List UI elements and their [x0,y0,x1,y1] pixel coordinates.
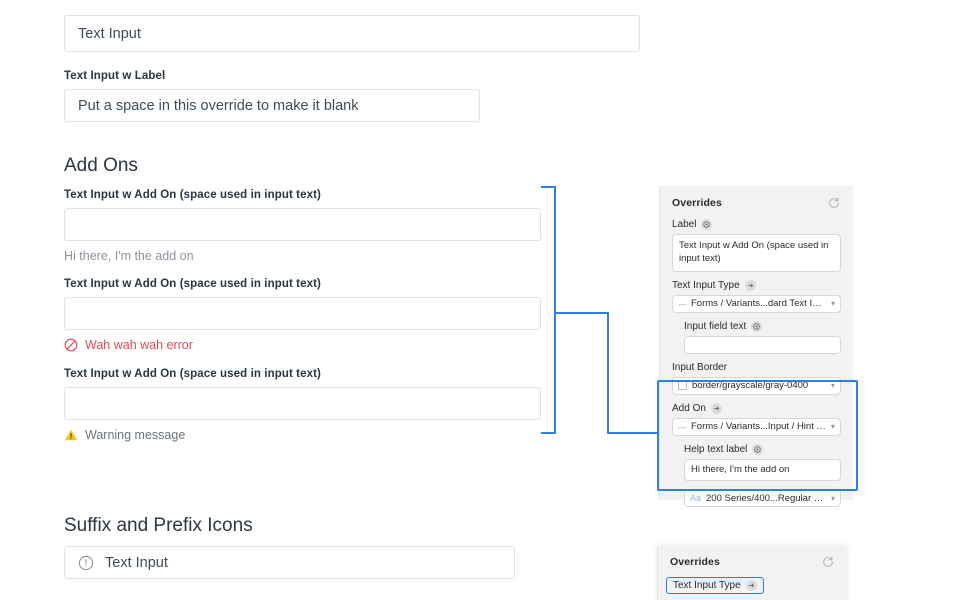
help-text-label-input[interactable]: Hi there, I'm the add on [684,458,841,482]
connector-mid-horizontal [554,312,609,314]
addon-warning-input[interactable] [64,387,541,420]
image-badge-icon[interactable] [701,219,713,230]
addon-hint-label: Text Input w Add On (space used in input… [64,189,321,201]
text-input-with-label[interactable]: Put a space in this override to make it … [64,89,480,122]
override-text-input-type-text: Text Input Type [672,279,740,291]
chevron-down-icon: ▾ [830,299,835,309]
text-input-with-prefix-icon[interactable]: Text Input [64,546,515,579]
override-label-label: Label [672,219,841,230]
text-input-with-label-value: Put a space in this override to make it … [78,97,359,114]
connector-main-vertical [554,186,556,434]
overrides-panel-bottom-title: Overrides [670,556,720,568]
overrides-panel-main-title: Overrides [672,197,722,209]
input-field-text-input[interactable] [684,335,841,354]
addon-error-group: Text Input w Add On (space used in input… [64,278,541,352]
overrides-panel-bottom: Overrides Text Input Type — Forms / Vari… [657,546,847,600]
text-input-plain[interactable]: Text Input [64,15,640,52]
color-swatch-glyph [678,381,687,391]
text-input-with-prefix-icon-value: Text Input [105,554,168,571]
connector-bottom-horizontal [541,432,556,434]
component-glyph: — [678,421,687,432]
connector-top-horizontal [541,186,556,188]
override-input-field-text-label: Input field text [672,320,841,332]
override-help-text-label-label: Help text label [672,443,841,455]
add-on-group: Add On — Forms / Variants...Input / Hint… [672,402,841,508]
label-value-input[interactable]: Text Input w Add On (space used in input… [672,234,841,272]
addon-error-label: Text Input w Add On (space used in input… [64,278,321,290]
connector-mid-vertical [607,312,609,434]
connector-to-panel-horizontal [607,432,659,434]
exclamation-circle-icon [78,555,94,571]
warning-triangle-icon [64,428,78,442]
text-input-with-label-group: Text Input w Label Put a space in this o… [64,70,480,122]
overrides-panel-bottom-header: Overrides [670,555,835,569]
prohibition-icon [64,338,78,352]
text-input-plain-value: Text Input [78,25,141,42]
addon-error-input[interactable] [64,297,541,330]
arrow-right-badge-icon[interactable] [745,580,757,591]
override-text-input-type-label: Text Input Type [672,279,841,291]
override-add-on-label: Add On [672,402,841,414]
component-glyph: — [678,298,687,309]
addon-hint-message: Hi there, I'm the add on [64,249,194,263]
override-text-input-type-bottom-text: Text Input Type [673,580,741,591]
overrides-panel-main-header: Overrides [672,196,841,210]
addon-hint-input[interactable] [64,208,541,241]
addon-warning-label: Text Input w Add On (space used in input… [64,368,321,380]
image-badge-icon[interactable] [751,320,763,332]
image-badge-icon[interactable] [752,443,764,455]
overrides-panel-main: Overrides Label Text Input w Add On (spa… [659,186,853,508]
addon-warning-group: Text Input w Add On (space used in input… [64,368,541,442]
add-on-select[interactable]: — Forms / Variants...Input / Hint Text ▾ [672,417,841,436]
text-input-with-label-label: Text Input w Label [64,70,166,82]
chevron-down-icon: ▾ [830,422,835,432]
aa-glyph: Aa [690,493,702,504]
reset-arrow-icon[interactable] [827,196,841,210]
override-label-text: Label [672,219,697,230]
override-input-border-label: Input Border [672,362,841,373]
addon-warning-message-row: Warning message [64,428,541,442]
override-text-input-type-highlight-row[interactable]: Text Input Type [666,577,764,594]
override-add-on-text: Add On [672,402,706,414]
override-input-border-text: Input Border [672,361,728,373]
section-title-suffix-prefix: Suffix and Prefix Icons [64,515,253,536]
arrow-right-badge-icon[interactable] [744,279,756,291]
help-text-style-select[interactable]: Aa 200 Series/400...Regular Gray-7 ▾ [684,489,841,508]
addon-hint-group: Text Input w Add On (space used in input… [64,189,541,263]
reset-arrow-icon[interactable] [821,555,835,569]
input-border-select[interactable]: border/grayscale/gray-0400 ▾ [672,376,841,395]
chevron-down-icon: ▾ [830,493,835,503]
addon-error-message: Wah wah wah error [85,338,193,352]
override-help-text-label-text: Help text label [684,443,748,455]
help-text-style-select-value: 200 Series/400...Regular Gray-7 [706,492,826,504]
chevron-down-icon: ▾ [830,381,835,391]
addon-error-message-row: Wah wah wah error [64,338,541,352]
text-input-type-select[interactable]: — Forms / Variants...dard Text Input ▾ [672,294,841,313]
addon-warning-message: Warning message [85,428,186,442]
text-input-type-select-value: Forms / Variants...dard Text Input [691,298,826,310]
override-input-field-text-text: Input field text [684,320,747,332]
arrow-right-badge-icon[interactable] [710,402,722,414]
add-on-select-value: Forms / Variants...Input / Hint Text [691,421,826,433]
input-border-select-value: border/grayscale/gray-0400 [692,380,809,392]
section-title-add-ons: Add Ons [64,155,138,176]
